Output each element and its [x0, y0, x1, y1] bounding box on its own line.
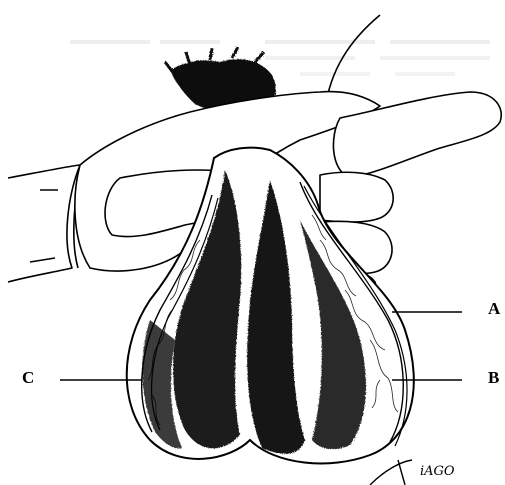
label-c: C: [22, 369, 34, 386]
label-b: B: [488, 369, 499, 386]
label-a: A: [488, 300, 500, 317]
svg-text:iAGO: iAGO: [420, 464, 455, 479]
bleed-through-text: [70, 40, 490, 76]
artist-signature: iAGO: [370, 460, 455, 485]
